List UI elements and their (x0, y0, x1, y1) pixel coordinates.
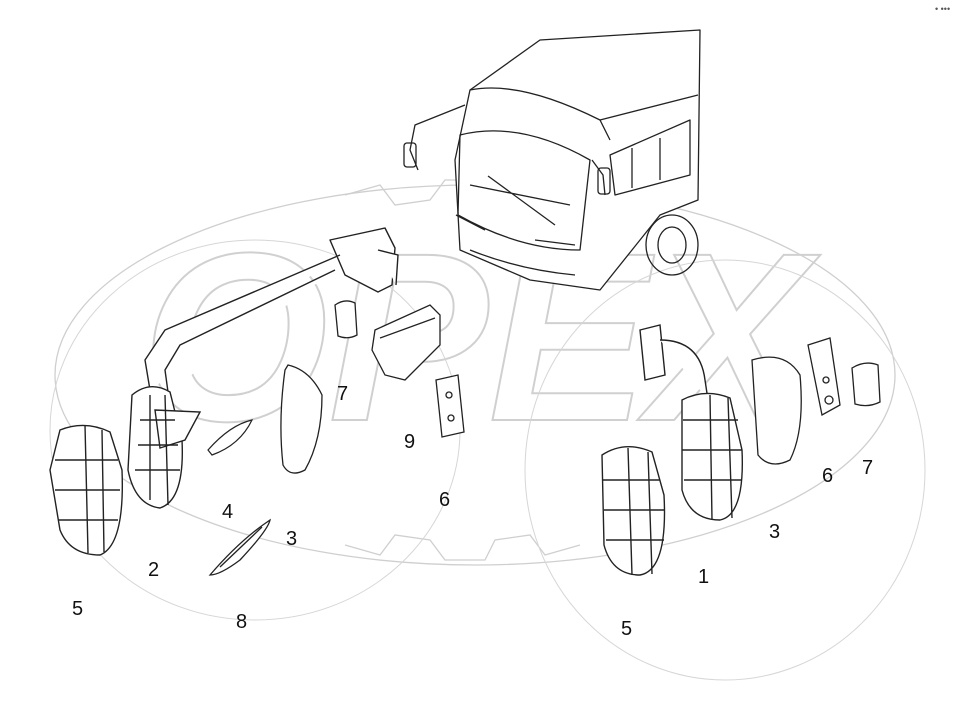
right-mirror-cover (601, 446, 666, 576)
left-mount (371, 304, 441, 381)
right-arm-assembly (639, 324, 709, 401)
bus-illustration (403, 29, 701, 291)
label-left-clip: 7 (337, 383, 348, 405)
part-labels: 5 2 4 3 8 7 9 6 1 5 3 6 7 (72, 383, 873, 640)
label-right-mirror-cover: 5 (621, 618, 632, 640)
label-left-mount: 6 (439, 489, 450, 511)
right-mount (807, 337, 841, 417)
label-right-mirror-glass: 3 (769, 521, 780, 543)
left-mirror-cover (49, 424, 124, 556)
label-right-mirror-body: 1 (698, 566, 709, 588)
label-left-ornament: 8 (236, 611, 247, 633)
label-left-mirror-cover: 5 (72, 598, 83, 620)
label-left-small-glass: 4 (222, 501, 233, 523)
left-clip (334, 300, 358, 339)
left-small-glass (207, 419, 254, 456)
left-mirror-glass (280, 364, 323, 474)
label-left-mirror-body: 2 (148, 559, 159, 581)
left-mirror-body (127, 386, 202, 509)
label-right-mount: 6 (822, 465, 833, 487)
corner-mark: • ••• (935, 4, 950, 14)
left-arm-assembly (144, 227, 399, 393)
right-mirror-body (681, 392, 744, 521)
right-clip (851, 362, 881, 407)
left-bracket (435, 374, 465, 438)
label-left-bracket: 9 (404, 431, 415, 453)
right-mirror-glass (751, 356, 802, 465)
left-ornament (208, 518, 271, 576)
label-right-clip: 7 (862, 457, 873, 479)
label-left-mirror-glass: 3 (286, 528, 297, 550)
